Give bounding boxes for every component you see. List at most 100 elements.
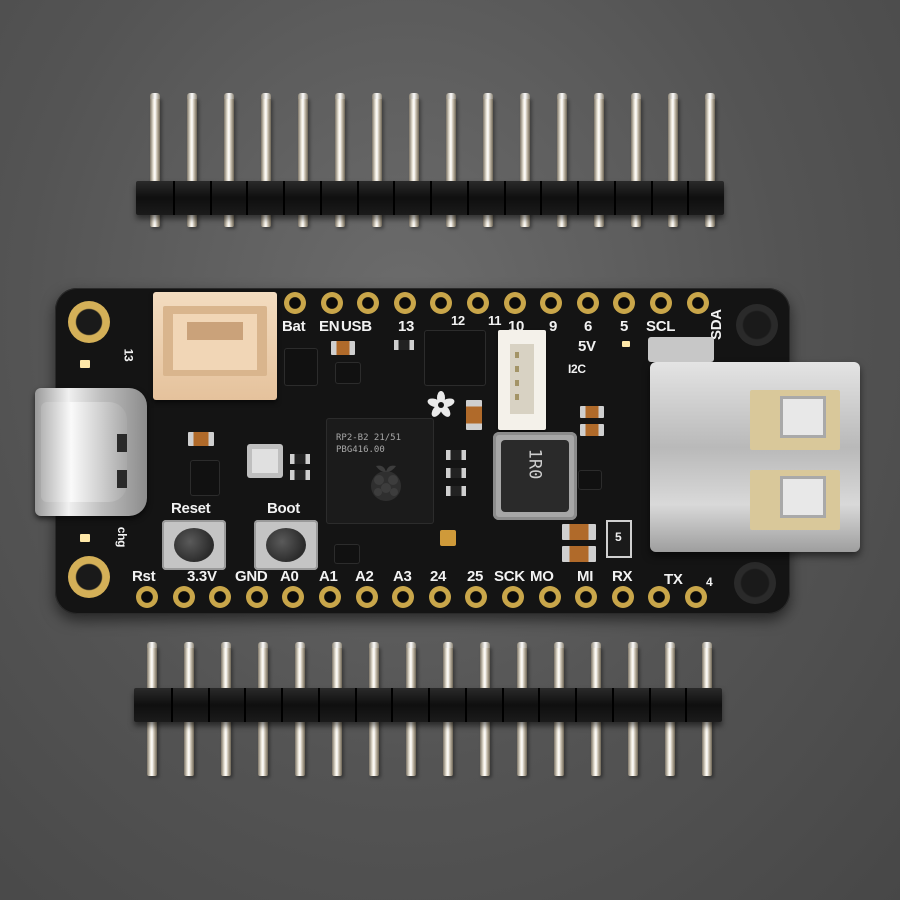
capacitor <box>188 432 214 446</box>
label-scl: SCL <box>646 318 676 335</box>
header-segment-divider <box>464 688 467 722</box>
led-13-indicator <box>80 360 90 368</box>
label-a3: A3 <box>393 568 412 585</box>
mounting-hole-bottom-right <box>734 562 776 604</box>
resistor <box>290 470 310 480</box>
pin-hole <box>538 586 561 608</box>
pin-hole <box>503 292 526 314</box>
pin-hole <box>465 586 488 608</box>
label-gnd: GND <box>235 568 268 585</box>
pin-hole <box>319 586 341 608</box>
capacitor <box>562 524 596 540</box>
header-segment-divider <box>613 181 616 215</box>
header-segment-divider <box>428 688 430 722</box>
header-segment-divider <box>393 181 396 215</box>
top-header-strip <box>0 93 900 233</box>
header-segment-divider <box>209 181 212 215</box>
pin-hole <box>467 292 489 314</box>
resistor <box>290 454 310 464</box>
header-segment-divider <box>687 181 690 215</box>
mounting-hole-top-left <box>68 301 110 343</box>
usb-a-port[interactable] <box>650 362 860 552</box>
label-sck: SCK <box>494 568 525 585</box>
capacitor <box>331 341 355 355</box>
mcu-marking-2: PBG416.00 <box>336 445 385 455</box>
label-fuse-5: 5 <box>615 530 622 544</box>
header-segment-divider <box>319 181 322 215</box>
pin-hole <box>393 292 416 314</box>
header-pin <box>150 93 160 227</box>
diode <box>334 544 360 564</box>
label-boot: Boot <box>267 500 300 517</box>
transistor <box>335 362 361 384</box>
header-segment-divider <box>503 181 506 215</box>
label-5v: 5V <box>578 338 596 355</box>
usb-c-connector[interactable] <box>35 388 147 516</box>
label-5: 5 <box>620 318 629 335</box>
label-12: 12 <box>451 313 465 328</box>
header-segment-divider <box>650 181 653 215</box>
pin-hole <box>284 292 306 314</box>
label-a0: A0 <box>280 568 299 585</box>
reset-button[interactable] <box>162 520 226 570</box>
top-header-plastic <box>136 181 724 215</box>
header-segment-divider <box>648 688 651 722</box>
header-pin <box>483 93 493 227</box>
header-segment-divider <box>170 688 173 722</box>
transistor <box>578 470 602 490</box>
label-a1: A1 <box>319 568 338 585</box>
power-led-indicator <box>622 341 630 347</box>
raspberry-logo-icon <box>371 465 401 501</box>
header-segment-divider <box>466 181 469 215</box>
header-pin <box>224 93 234 227</box>
header-segment-divider <box>283 181 285 215</box>
power-inductor: 1R0 <box>493 432 577 520</box>
usb-a-tab <box>648 337 714 362</box>
label-chg: chg <box>115 526 130 548</box>
label-sda: SDA <box>708 309 725 340</box>
label-9: 9 <box>549 318 558 335</box>
pin-hole <box>282 586 305 608</box>
neopixel-led <box>440 530 456 546</box>
label-usb: USB <box>341 318 372 335</box>
header-pin <box>520 93 530 227</box>
header-segment-divider <box>577 181 579 215</box>
header-segment-divider <box>317 688 320 722</box>
label-mo: MO <box>530 568 554 585</box>
label-mi: MI <box>577 568 594 585</box>
pin-hole <box>392 586 415 608</box>
label-24: 24 <box>430 568 447 585</box>
adafruit-flower-icon <box>427 391 455 417</box>
header-segment-divider <box>501 688 504 722</box>
label-rst: Rst <box>132 568 156 585</box>
header-segment-divider <box>685 688 688 722</box>
pin-hole <box>650 292 672 314</box>
header-segment-divider <box>172 181 175 215</box>
header-segment-divider <box>611 688 614 722</box>
mcu-marking-1: RP2-B2 21/51 <box>336 433 402 443</box>
pin-hole <box>209 586 232 608</box>
label-en: EN <box>319 318 340 335</box>
header-pin <box>261 93 271 227</box>
pin-hole <box>357 292 380 314</box>
resistor <box>446 468 466 478</box>
header-segment-divider <box>356 181 359 215</box>
charger-ic <box>190 460 220 496</box>
pin-hole <box>613 292 636 314</box>
header-segment-divider <box>207 688 210 722</box>
label-tx: TX <box>664 571 683 588</box>
boot-button[interactable] <box>254 520 318 570</box>
pin-hole <box>540 292 563 314</box>
label-4: 4 <box>706 575 713 589</box>
voltage-regulator <box>284 348 318 386</box>
header-pin <box>705 93 715 227</box>
stemma-qt-connector[interactable] <box>498 330 546 430</box>
pin-hole <box>686 292 709 314</box>
capacitor <box>562 546 596 562</box>
pin-hole <box>576 292 599 314</box>
header-segment-divider <box>244 688 247 722</box>
pin-hole <box>136 586 158 608</box>
resistor <box>394 340 414 350</box>
top-header-pins <box>0 93 900 233</box>
header-segment-divider <box>354 688 357 722</box>
